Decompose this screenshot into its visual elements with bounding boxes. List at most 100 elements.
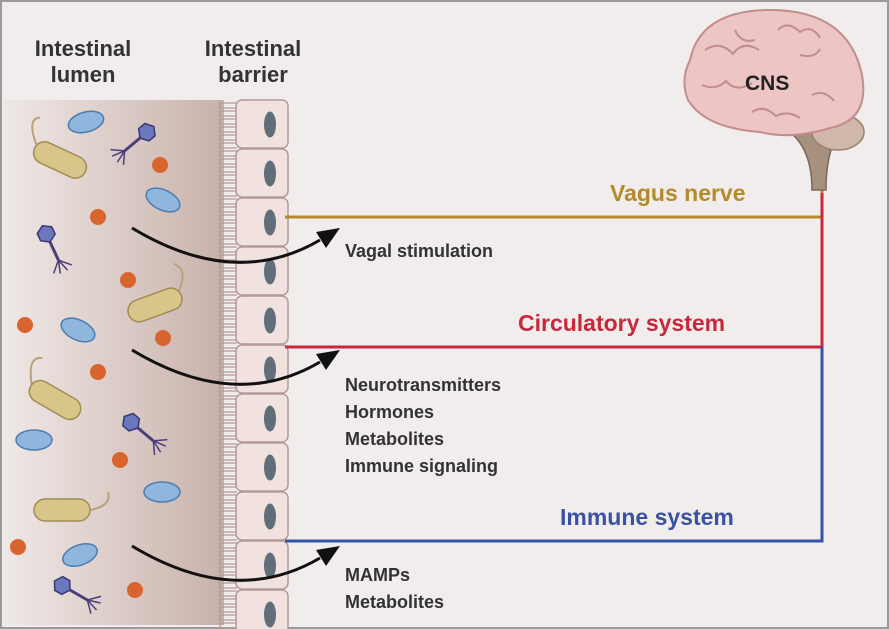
coccus-bacterium-icon: [10, 539, 26, 555]
epithelial-cell: [235, 148, 289, 198]
rod-bacterium-icon: [28, 357, 82, 421]
microvillus: [216, 446, 237, 453]
microvillus: [216, 182, 237, 189]
cell-nucleus: [264, 454, 276, 481]
oval-bacterium-icon: [145, 187, 181, 213]
epithelial-cell: [235, 491, 289, 541]
microvillus: [216, 598, 237, 605]
epithelial-cell: [235, 442, 289, 492]
bacteriophage-icon: [53, 575, 102, 614]
circulatory-system-label: Circulatory system: [518, 310, 726, 336]
microvillus: [216, 286, 237, 293]
microvillus: [216, 198, 237, 205]
immune-metabolites-label: Metabolites: [345, 592, 445, 612]
barrier-header-line-2: barrier: [218, 62, 288, 87]
coccus-bacterium-icon: [90, 209, 106, 225]
oval-bacterium-icon: [143, 481, 181, 503]
epithelial-cell: [235, 197, 289, 247]
circulatory-arrowhead-icon: [316, 350, 340, 370]
vagal-stimulation-label: Vagal stimulation: [345, 241, 494, 261]
cell-nucleus: [264, 258, 276, 285]
microvillus: [216, 350, 237, 357]
coccus-bacterium-icon: [17, 317, 33, 333]
microvillus: [216, 246, 237, 253]
cell-nucleus: [264, 503, 276, 530]
microvillus: [216, 422, 237, 429]
immune-system-line: [285, 347, 824, 543]
bacteriophage-icon: [122, 412, 168, 456]
microvillus: [216, 190, 237, 197]
coccus-bacterium-icon: [127, 582, 143, 598]
microvillus: [216, 390, 237, 397]
microvillus: [216, 374, 237, 381]
microvillus: [216, 550, 237, 557]
microvillus: [216, 318, 237, 325]
microvillus: [216, 158, 237, 165]
immune-items: MAMPs Metabolites: [345, 562, 444, 616]
microvillus: [216, 214, 237, 221]
intestinal-barrier-header: Intestinal barrier: [188, 36, 318, 88]
microvillus: [216, 510, 237, 517]
microvillus: [216, 454, 237, 461]
rod-bacterium-icon: [33, 491, 110, 522]
immune-arrowhead-icon: [316, 546, 340, 566]
cell-nucleus: [264, 405, 276, 432]
coccus-bacterium-icon: [155, 330, 171, 346]
cell-nucleus: [264, 160, 276, 187]
bacteriophage-icon: [110, 122, 156, 166]
cell-nucleus: [264, 111, 276, 138]
microvillus: [216, 526, 237, 533]
microvillus: [216, 542, 237, 549]
signal-arrows: [131, 226, 340, 582]
coccus-bacterium-icon: [112, 452, 128, 468]
microvillus: [216, 406, 237, 413]
microvillus: [216, 134, 237, 141]
oval-bacterium-icon: [15, 429, 53, 451]
cerebrum: [683, 8, 865, 137]
microvillus: [216, 622, 237, 629]
microvillus: [216, 118, 237, 125]
microvillus: [216, 222, 237, 229]
gut-microbes: [10, 110, 184, 614]
microvillus: [216, 166, 237, 173]
microvillus: [216, 326, 237, 333]
coccus-bacterium-icon: [90, 364, 106, 380]
cell-nucleus: [264, 601, 276, 628]
oval-bacterium-icon: [67, 110, 105, 134]
hormones-label: Hormones: [345, 402, 435, 422]
vagal-arrowhead-icon: [316, 228, 340, 248]
microvillus: [216, 174, 237, 181]
coccus-bacterium-icon: [152, 157, 168, 173]
microvillus: [216, 502, 237, 509]
epithelial-cell: [235, 246, 289, 296]
microvillus: [216, 366, 237, 373]
bacteriophage-icon: [36, 224, 72, 274]
microvillus: [216, 230, 237, 237]
microvillus: [216, 358, 237, 365]
cell-nucleus: [264, 307, 276, 334]
coccus-bacterium-icon: [120, 272, 136, 288]
cell-nucleus: [264, 552, 276, 579]
immune-signaling-label: Immune signaling: [345, 456, 499, 476]
microvillus: [216, 270, 237, 277]
microvillus: [216, 150, 237, 157]
microvillus: [216, 430, 237, 437]
microvillus: [216, 206, 237, 213]
circulatory-arrow: [131, 348, 321, 386]
microvillus: [216, 126, 237, 133]
immune-system-label: Immune system: [560, 504, 734, 530]
microvillus: [216, 478, 237, 485]
brain-icon: [683, 8, 865, 191]
microvillus: [216, 590, 237, 597]
microvillus: [216, 534, 237, 541]
microvillus: [216, 110, 237, 117]
intestinal-lumen-header: Intestinal lumen: [18, 36, 148, 88]
microvillus: [216, 438, 237, 445]
microvilli: [216, 102, 237, 629]
cns-label: CNS: [745, 72, 790, 95]
microvillus: [216, 302, 237, 309]
intestinal-barrier-epithelium: [235, 99, 289, 629]
microvillus: [216, 414, 237, 421]
microvillus: [216, 494, 237, 501]
oval-bacterium-icon: [61, 543, 99, 567]
